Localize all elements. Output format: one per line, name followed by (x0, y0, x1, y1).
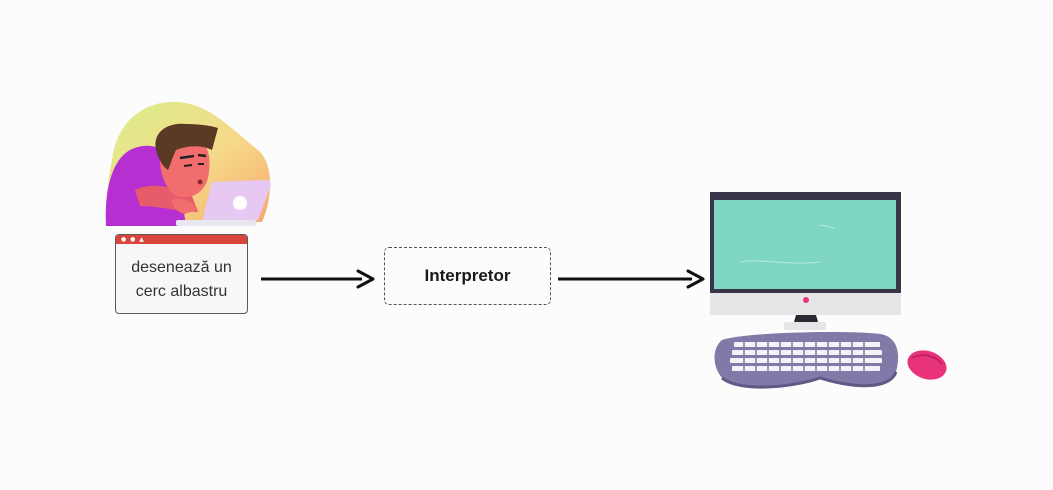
prompt-text: desenează un cerc albastru (116, 256, 247, 304)
laptop-logo (233, 196, 247, 210)
hand (172, 198, 198, 214)
eyebrows (179, 153, 207, 160)
hair (155, 123, 218, 170)
titlebar-icons: ● ● ▲ (121, 236, 145, 243)
monitor-chin (710, 293, 901, 315)
mouth (197, 179, 203, 185)
arrow-right-icon (558, 269, 705, 289)
interpreter-box: Interpretor (384, 247, 551, 305)
stand-base (784, 322, 826, 330)
prompt-line-1: desenează un (131, 259, 232, 276)
eyes (183, 163, 204, 167)
mouse (907, 350, 947, 380)
person-at-laptop-illustration (105, 101, 271, 226)
arrow-right-icon (261, 269, 375, 289)
power-button (803, 297, 809, 303)
prompt-card: ● ● ▲ desenează un cerc albastru (115, 234, 248, 314)
laptop-base (176, 220, 256, 226)
desktop-computer-illustration (710, 192, 947, 389)
card-titlebar: ● ● ▲ (116, 235, 247, 244)
interpreter-label: Interpretor (424, 266, 511, 285)
monitor-stand (794, 315, 818, 322)
prompt-line-2: cerc albastru (135, 283, 228, 300)
monitor-screen (714, 200, 896, 289)
